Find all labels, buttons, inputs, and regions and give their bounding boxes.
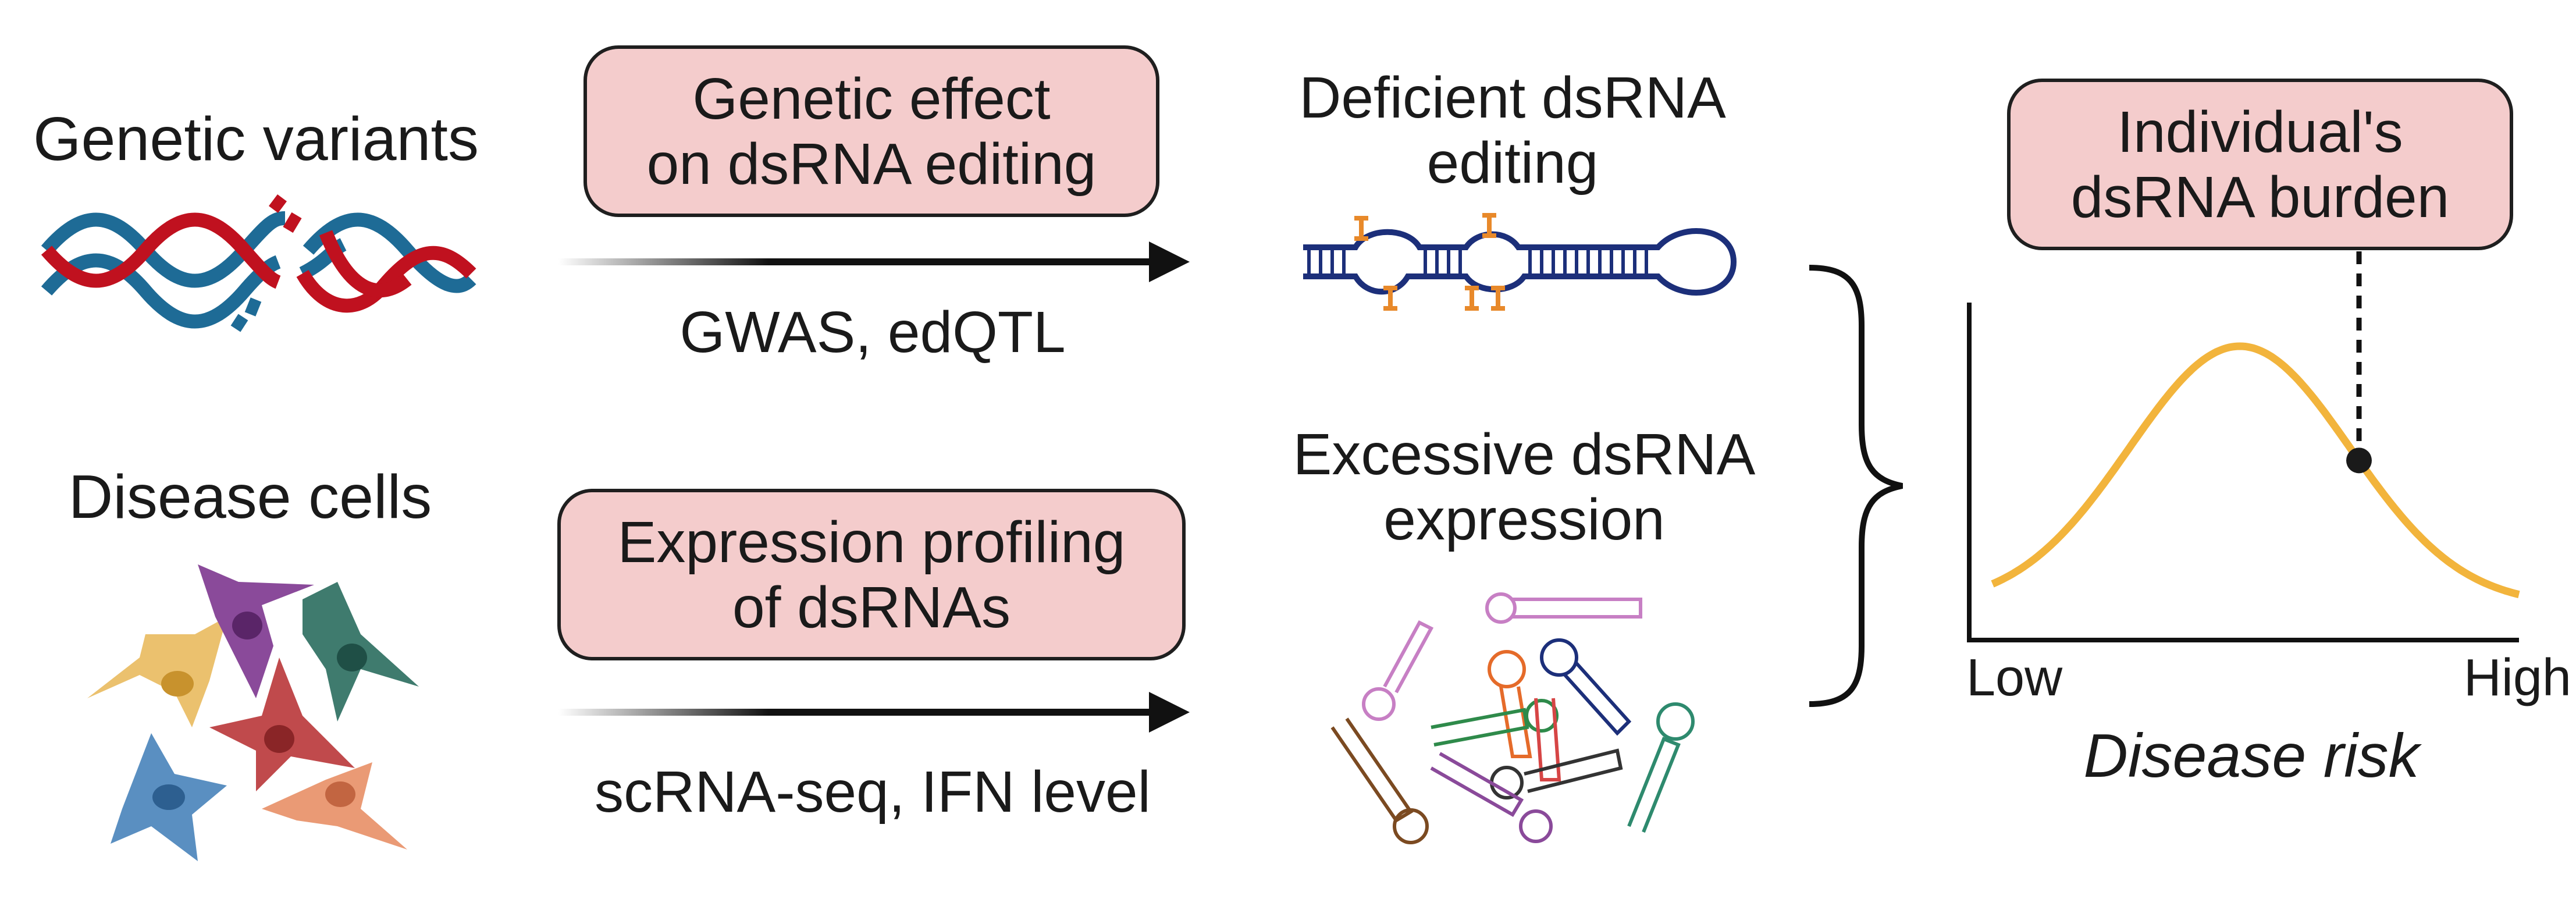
curly-brace — [1809, 265, 1903, 707]
disease-cells-label: Disease cells — [68, 463, 432, 531]
x-tick-low: Low — [1966, 649, 2063, 707]
genetic-effect-box: Genetic effect on dsRNA editing — [583, 45, 1159, 217]
deficient-editing-line2: editing — [1426, 130, 1599, 196]
excessive-expression-line1: Excessive dsRNA — [1293, 422, 1756, 487]
deficient-dsrna-hairpin-icon — [1303, 213, 1737, 311]
top-arrow — [558, 241, 1190, 282]
x-tick-high: High — [2463, 649, 2571, 707]
expression-profiling-box-line2: of dsRNAs — [732, 574, 1011, 640]
bottom-arrow — [558, 692, 1190, 733]
disease-cells-icon — [87, 564, 419, 861]
dsrna-burden-box-line1: Individual's — [2117, 99, 2403, 165]
expression-profiling-box-line1: Expression profiling — [617, 509, 1126, 575]
dsrna-burden-box-line2: dsRNA burden — [2070, 164, 2450, 230]
disease-risk-chart — [1967, 251, 2520, 642]
burden-point — [2346, 447, 2372, 474]
genetic-variants-label: Genetic variants — [33, 105, 479, 173]
deficient-editing-line1: Deficient dsRNA — [1299, 65, 1726, 130]
x-axis-label: Disease risk — [2083, 722, 2420, 790]
excessive-dsrna-hairpins-icon — [1330, 592, 1695, 844]
excessive-expression-label: Excessive dsRNA expression — [1210, 422, 1838, 552]
bottom-method-label: scRNA-seq, IFN level — [595, 759, 1151, 825]
expression-profiling-box: Expression profiling of dsRNAs — [557, 489, 1186, 660]
dna-helix-icon — [41, 194, 476, 332]
genetic-effect-box-line2: on dsRNA editing — [646, 131, 1097, 197]
genetic-effect-box-line1: Genetic effect — [692, 66, 1051, 132]
excessive-expression-line2: expression — [1383, 487, 1665, 552]
bell-curve-line — [1991, 342, 2520, 599]
deficient-editing-label: Deficient dsRNA editing — [1222, 65, 1803, 196]
dsrna-burden-box: Individual's dsRNA burden — [2007, 79, 2513, 250]
top-method-label: GWAS, edQTL — [679, 300, 1066, 365]
